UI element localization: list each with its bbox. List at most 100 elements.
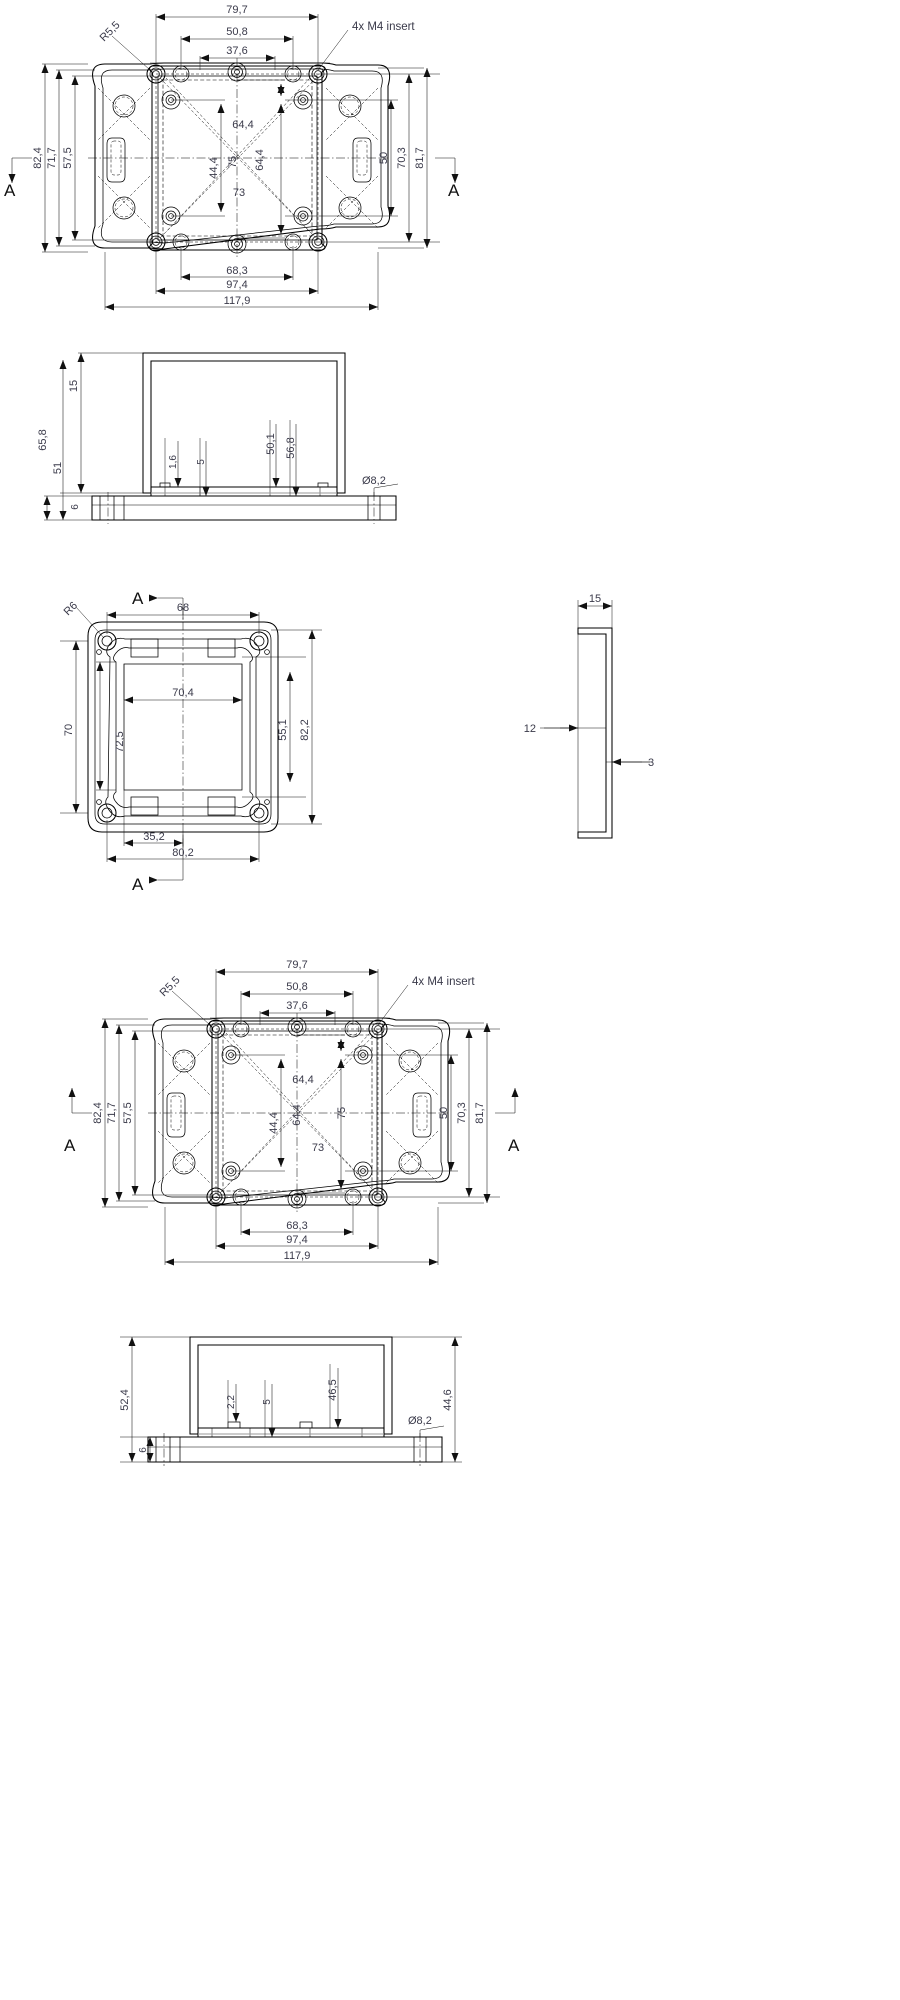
- dimensions-bottom-2: 68,3 97,4 117,9: [164, 1201, 439, 1266]
- dimensions-left-1: 82,4 71,7 57,5: [32, 63, 150, 253]
- dim-82-2: 82,2: [299, 719, 311, 740]
- note-m4-text: 4x M4 insert: [352, 21, 415, 33]
- dim-57-5: 57,5: [62, 147, 74, 168]
- dim-97-4: 97,4: [226, 279, 247, 291]
- view-top-upper: 79,7 50,8 37,6 4x M4 insert R5,5 82,4 71…: [4, 4, 460, 311]
- dimensions-bottom-1: 68,3 97,4 117,9: [104, 246, 379, 311]
- section-mark-a-bottom: A: [132, 875, 144, 894]
- dim-71-7-b: 71,7: [106, 1102, 118, 1123]
- dim-1-6: 1,6: [168, 455, 179, 469]
- note-r55-2: R5,5: [158, 974, 211, 1026]
- dim-5-b: 5: [262, 1399, 273, 1405]
- note-m4-insert-1: 4x M4 insert: [317, 21, 415, 71]
- view-side-section: 15 12 3: [524, 593, 654, 839]
- dim-44-4-b: 44,4: [268, 1112, 280, 1133]
- dim-37-6: 37,6: [226, 45, 247, 57]
- dim-52-4: 52,4: [119, 1389, 131, 1410]
- dim-82-4: 82,4: [32, 147, 44, 168]
- dim-2-2: 2,2: [226, 1395, 237, 1409]
- dim-56-8: 56,8: [285, 437, 297, 458]
- view-section-upper: 15 65,8 51 6 1,6 5 50,1 56,8 Ø8,2: [37, 352, 399, 524]
- dim-117-9-b: 117,9: [284, 1250, 311, 1262]
- dim-3: 3: [648, 757, 654, 769]
- dim-50: 50: [378, 152, 390, 164]
- dim-64-4-a: 64,4: [232, 119, 253, 131]
- dim-70-3-b: 70,3: [456, 1102, 468, 1123]
- dim-97-4-b: 97,4: [286, 1234, 307, 1246]
- dimensions-front: 68 70 72,5 70,4 55,1 82,2 35,2 80,2: [60, 602, 322, 863]
- dim-68-3: 68,3: [226, 265, 247, 277]
- note-r55-text: R5,5: [98, 19, 123, 44]
- section-mark-a-left-1: A: [4, 181, 16, 200]
- dim-79-7: 79,7: [226, 4, 247, 16]
- dimensions-center-2: 64,4 44,4 64,4 75 73: [231, 1034, 363, 1194]
- note-r55-text-2: R5,5: [158, 974, 183, 999]
- dimensions-left-2: 82,4 71,7 57,5: [92, 1018, 210, 1208]
- view-top-lower: 79,7 50,8 37,6 4x M4 insert R5,5 82,4 71…: [64, 959, 520, 1266]
- dim-70-4: 70,4: [172, 687, 193, 699]
- dim-57-5-b: 57,5: [122, 1102, 134, 1123]
- note-m4-text-2: 4x M4 insert: [412, 976, 475, 988]
- dim-dia-8-2-b: Ø8,2: [408, 1415, 432, 1427]
- section-marks-2: A A: [64, 1088, 520, 1155]
- dim-117-9: 117,9: [224, 295, 251, 307]
- dim-6: 6: [70, 504, 81, 510]
- dim-68-3-b: 68,3: [286, 1220, 307, 1232]
- note-r55-1: R5,5: [98, 19, 151, 71]
- dim-5: 5: [196, 459, 207, 465]
- dim-82-4-b: 82,4: [92, 1102, 104, 1123]
- dim-64-4-c: 64,4: [292, 1074, 313, 1086]
- dimensions-top-1: 79,7 50,8 37,6: [155, 4, 319, 70]
- dimensions-top-2: 79,7 50,8 37,6: [215, 959, 379, 1025]
- dimensions-right-1: 50 70,3 81,7: [303, 67, 440, 249]
- dim-72-5: 72,5: [114, 731, 126, 752]
- dim-70: 70: [63, 724, 75, 736]
- dim-73-b: 73: [312, 1142, 324, 1154]
- dim-80-2: 80,2: [172, 847, 193, 859]
- dimensions-right-2: 50 70,3 81,7: [363, 1022, 500, 1204]
- view-section-lower: 52,4 6 2,2 5 46,5 44,6 Ø8,2: [119, 1336, 462, 1466]
- dim-44-4: 44,4: [208, 157, 220, 178]
- dimensions-center-1: 64,4 44,4 64,4 75 73: [171, 79, 303, 239]
- dim-68: 68: [177, 602, 189, 614]
- dim-37-6-b: 37,6: [286, 1000, 307, 1012]
- section-mark-a-left-2: A: [64, 1136, 76, 1155]
- dim-71-7: 71,7: [46, 147, 58, 168]
- dim-12: 12: [524, 723, 536, 735]
- dim-51: 51: [52, 462, 64, 474]
- dim-75: 75: [227, 156, 239, 168]
- dim-dia-8-2: Ø8,2: [362, 475, 386, 487]
- dim-15: 15: [68, 380, 80, 392]
- section-mark-a-right-1: A: [448, 181, 460, 200]
- dim-50-1: 50,1: [265, 433, 277, 454]
- view-front: A A R6 68 70 72,5 70,4: [60, 589, 322, 894]
- dim-64-4-b: 64,4: [254, 149, 266, 170]
- section-marks-1: A A: [4, 157, 460, 200]
- dim-64-4-d: 64,4: [291, 1104, 303, 1125]
- rib-pattern: [97, 77, 379, 239]
- dim-15-side: 15: [589, 593, 601, 605]
- dim-65-8: 65,8: [37, 429, 49, 450]
- dimensions-section-1: 15 65,8 51 6 1,6 5 50,1 56,8 Ø8,2: [37, 352, 399, 521]
- dim-46-5: 46,5: [327, 1379, 339, 1400]
- dim-81-7-b: 81,7: [474, 1102, 486, 1123]
- section-mark-a-top: A: [132, 589, 144, 608]
- dim-79-7-b: 79,7: [286, 959, 307, 971]
- dim-70-3: 70,3: [396, 147, 408, 168]
- section-mark-a-right-2: A: [508, 1136, 520, 1155]
- note-m4-insert-2: 4x M4 insert: [377, 976, 475, 1026]
- note-r6-text: R6: [62, 600, 80, 618]
- rib-pattern-2: [157, 1032, 439, 1194]
- dim-44-6: 44,6: [442, 1389, 454, 1410]
- dim-50-b: 50: [438, 1107, 450, 1119]
- enclosure-outline-front: [87, 606, 279, 850]
- dim-50-8: 50,8: [226, 26, 247, 38]
- dimensions-section-2: 52,4 6 2,2 5 46,5 44,6 Ø8,2: [119, 1336, 462, 1463]
- dimensions-side: 15 12 3: [524, 593, 654, 769]
- dim-75-b: 75: [336, 1107, 348, 1119]
- dim-81-7: 81,7: [414, 147, 426, 168]
- dim-55-1: 55,1: [277, 719, 289, 740]
- dim-73: 73: [233, 187, 245, 199]
